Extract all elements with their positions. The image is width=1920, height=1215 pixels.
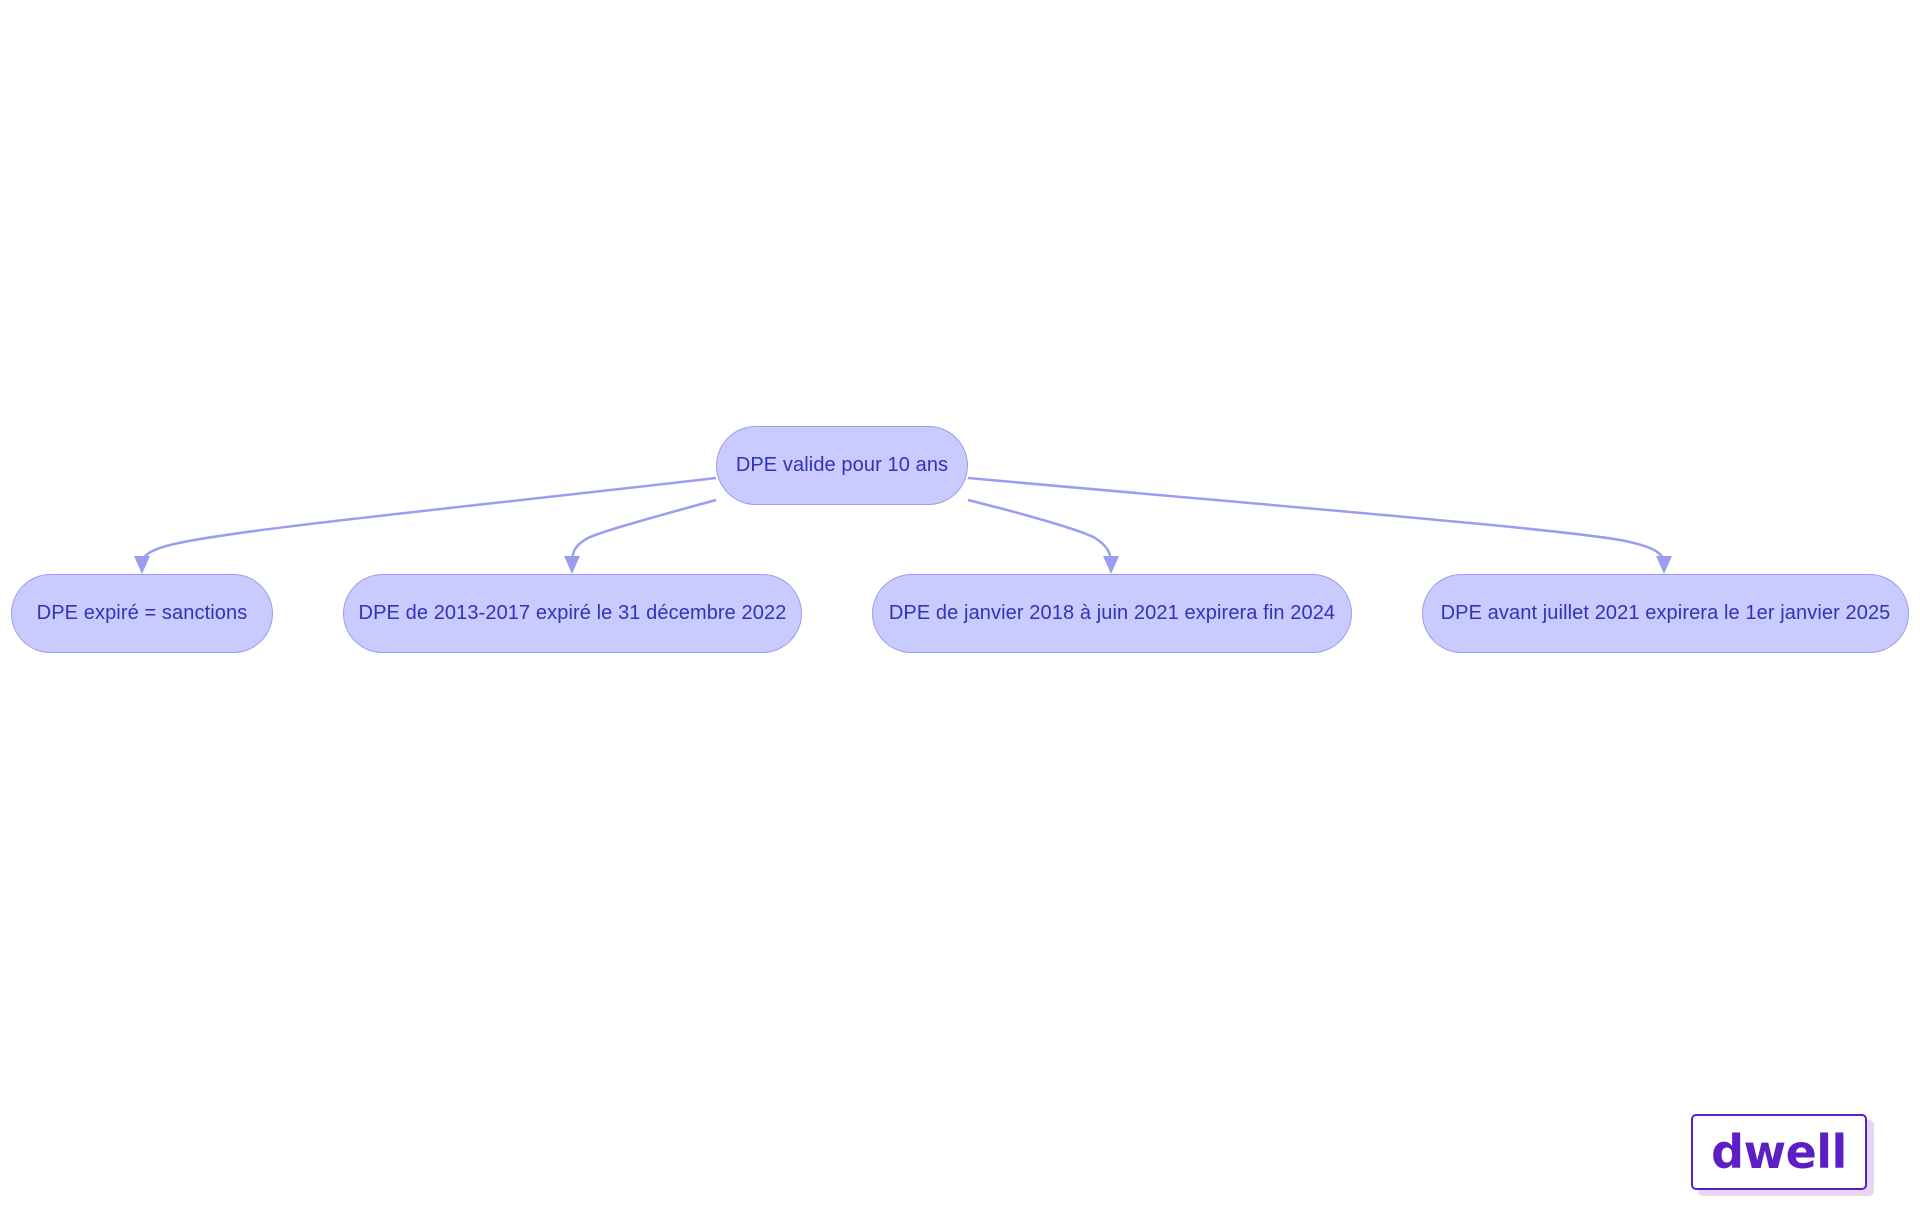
child-node-label: DPE avant juillet 2021 expirera le 1er j… bbox=[1440, 602, 1891, 624]
edge-root-to-child-4 bbox=[967, 476, 1666, 564]
child-node-2018-2021: DPE de janvier 2018 à juin 2021 expirera… bbox=[872, 574, 1352, 653]
root-node: DPE valide pour 10 ans bbox=[716, 426, 968, 505]
child-node-label: DPE de janvier 2018 à juin 2021 expirera… bbox=[888, 602, 1336, 624]
child-node-label: DPE de 2013-2017 expiré le 31 décembre 2… bbox=[358, 602, 787, 624]
arrowhead-child-1 bbox=[134, 556, 150, 574]
arrowhead-child-4 bbox=[1656, 556, 1672, 574]
logo-text: dwell bbox=[1711, 1125, 1847, 1179]
arrowhead-child-2 bbox=[564, 556, 580, 574]
edge-root-to-child-3 bbox=[967, 498, 1113, 564]
edge-root-to-child-2 bbox=[570, 498, 717, 564]
root-node-label: DPE valide pour 10 ans bbox=[735, 454, 949, 476]
child-node-sanctions: DPE expiré = sanctions bbox=[11, 574, 273, 653]
child-node-label: DPE expiré = sanctions bbox=[36, 602, 248, 624]
dwell-logo: dwell bbox=[1691, 1114, 1867, 1190]
edge-root-to-child-1 bbox=[140, 476, 717, 564]
child-node-2013-2017: DPE de 2013-2017 expiré le 31 décembre 2… bbox=[343, 574, 802, 653]
child-node-before-july-2021: DPE avant juillet 2021 expirera le 1er j… bbox=[1422, 574, 1909, 653]
arrowhead-child-3 bbox=[1103, 556, 1119, 574]
